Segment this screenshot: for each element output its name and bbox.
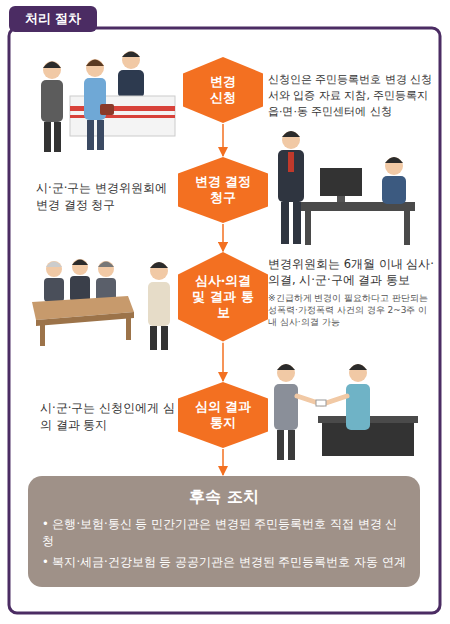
- handshake-illustration: [274, 364, 418, 460]
- step-hexagon: 심사·의결 및 결과 통보: [178, 252, 268, 342]
- flow-connector: [222, 124, 224, 156]
- step-label: 변경 신청: [202, 74, 244, 106]
- hexagon-fill: [183, 57, 263, 123]
- follow-up-panel: 후속 조치 • 은행·보험·통신 등 민간기관은 변경된 주민등록번호 직접 변경…: [28, 476, 420, 587]
- panel-bullet: • 복지·세금·건강보험 등 공공기관은 변경된 주민등록번호 자동 연계: [42, 554, 406, 571]
- frame-border: [9, 28, 440, 613]
- panel-heading: 후속 조치: [42, 486, 406, 508]
- step-label: 변경 결정 청구: [191, 174, 255, 206]
- hexagon-fill: [178, 157, 268, 223]
- step-description: 시·군·구는 신청인에게 심의 결과 통지: [40, 400, 178, 434]
- step-description: 변경위원회는 6개월 이내 심사·의결, 시·군·구에 결과 통보: [268, 256, 436, 288]
- title-tab: [9, 6, 97, 32]
- flow-connector: [222, 449, 224, 475]
- hexagon-fill: [178, 252, 268, 342]
- counter-illustration: [41, 51, 175, 152]
- step-hexagon: 변경 신청: [183, 57, 263, 123]
- step-label: 심의 결과 통지: [191, 399, 255, 431]
- meeting-illustration: [32, 259, 170, 350]
- step-hexagon: 변경 결정 청구: [178, 157, 268, 223]
- step-description: 신청인은 주민등록번호 변경 신청서와 입증 자료 지참, 주민등록지 읍·면·…: [268, 72, 436, 120]
- office-illustration: [278, 131, 415, 245]
- tab-title: 처리 절차: [9, 6, 97, 32]
- flow-connector: [222, 343, 224, 381]
- panel-bullet: • 은행·보험·통신 등 민간기관은 변경된 주민등록번호 직접 변경 신청: [42, 516, 406, 550]
- flow-connector: [222, 224, 224, 251]
- step-description: 시·군·구는 변경위원회에 변경 결정 청구: [36, 180, 176, 214]
- step-hexagon: 심의 결과 통지: [178, 382, 268, 448]
- note-text: ※긴급하게 변경이 필요하다고 판단되는 성폭력·가정폭력 사건의 경우 2~3…: [268, 292, 436, 328]
- step-label: 심사·의결 및 결과 통보: [191, 273, 255, 321]
- hexagon-fill: [178, 382, 268, 448]
